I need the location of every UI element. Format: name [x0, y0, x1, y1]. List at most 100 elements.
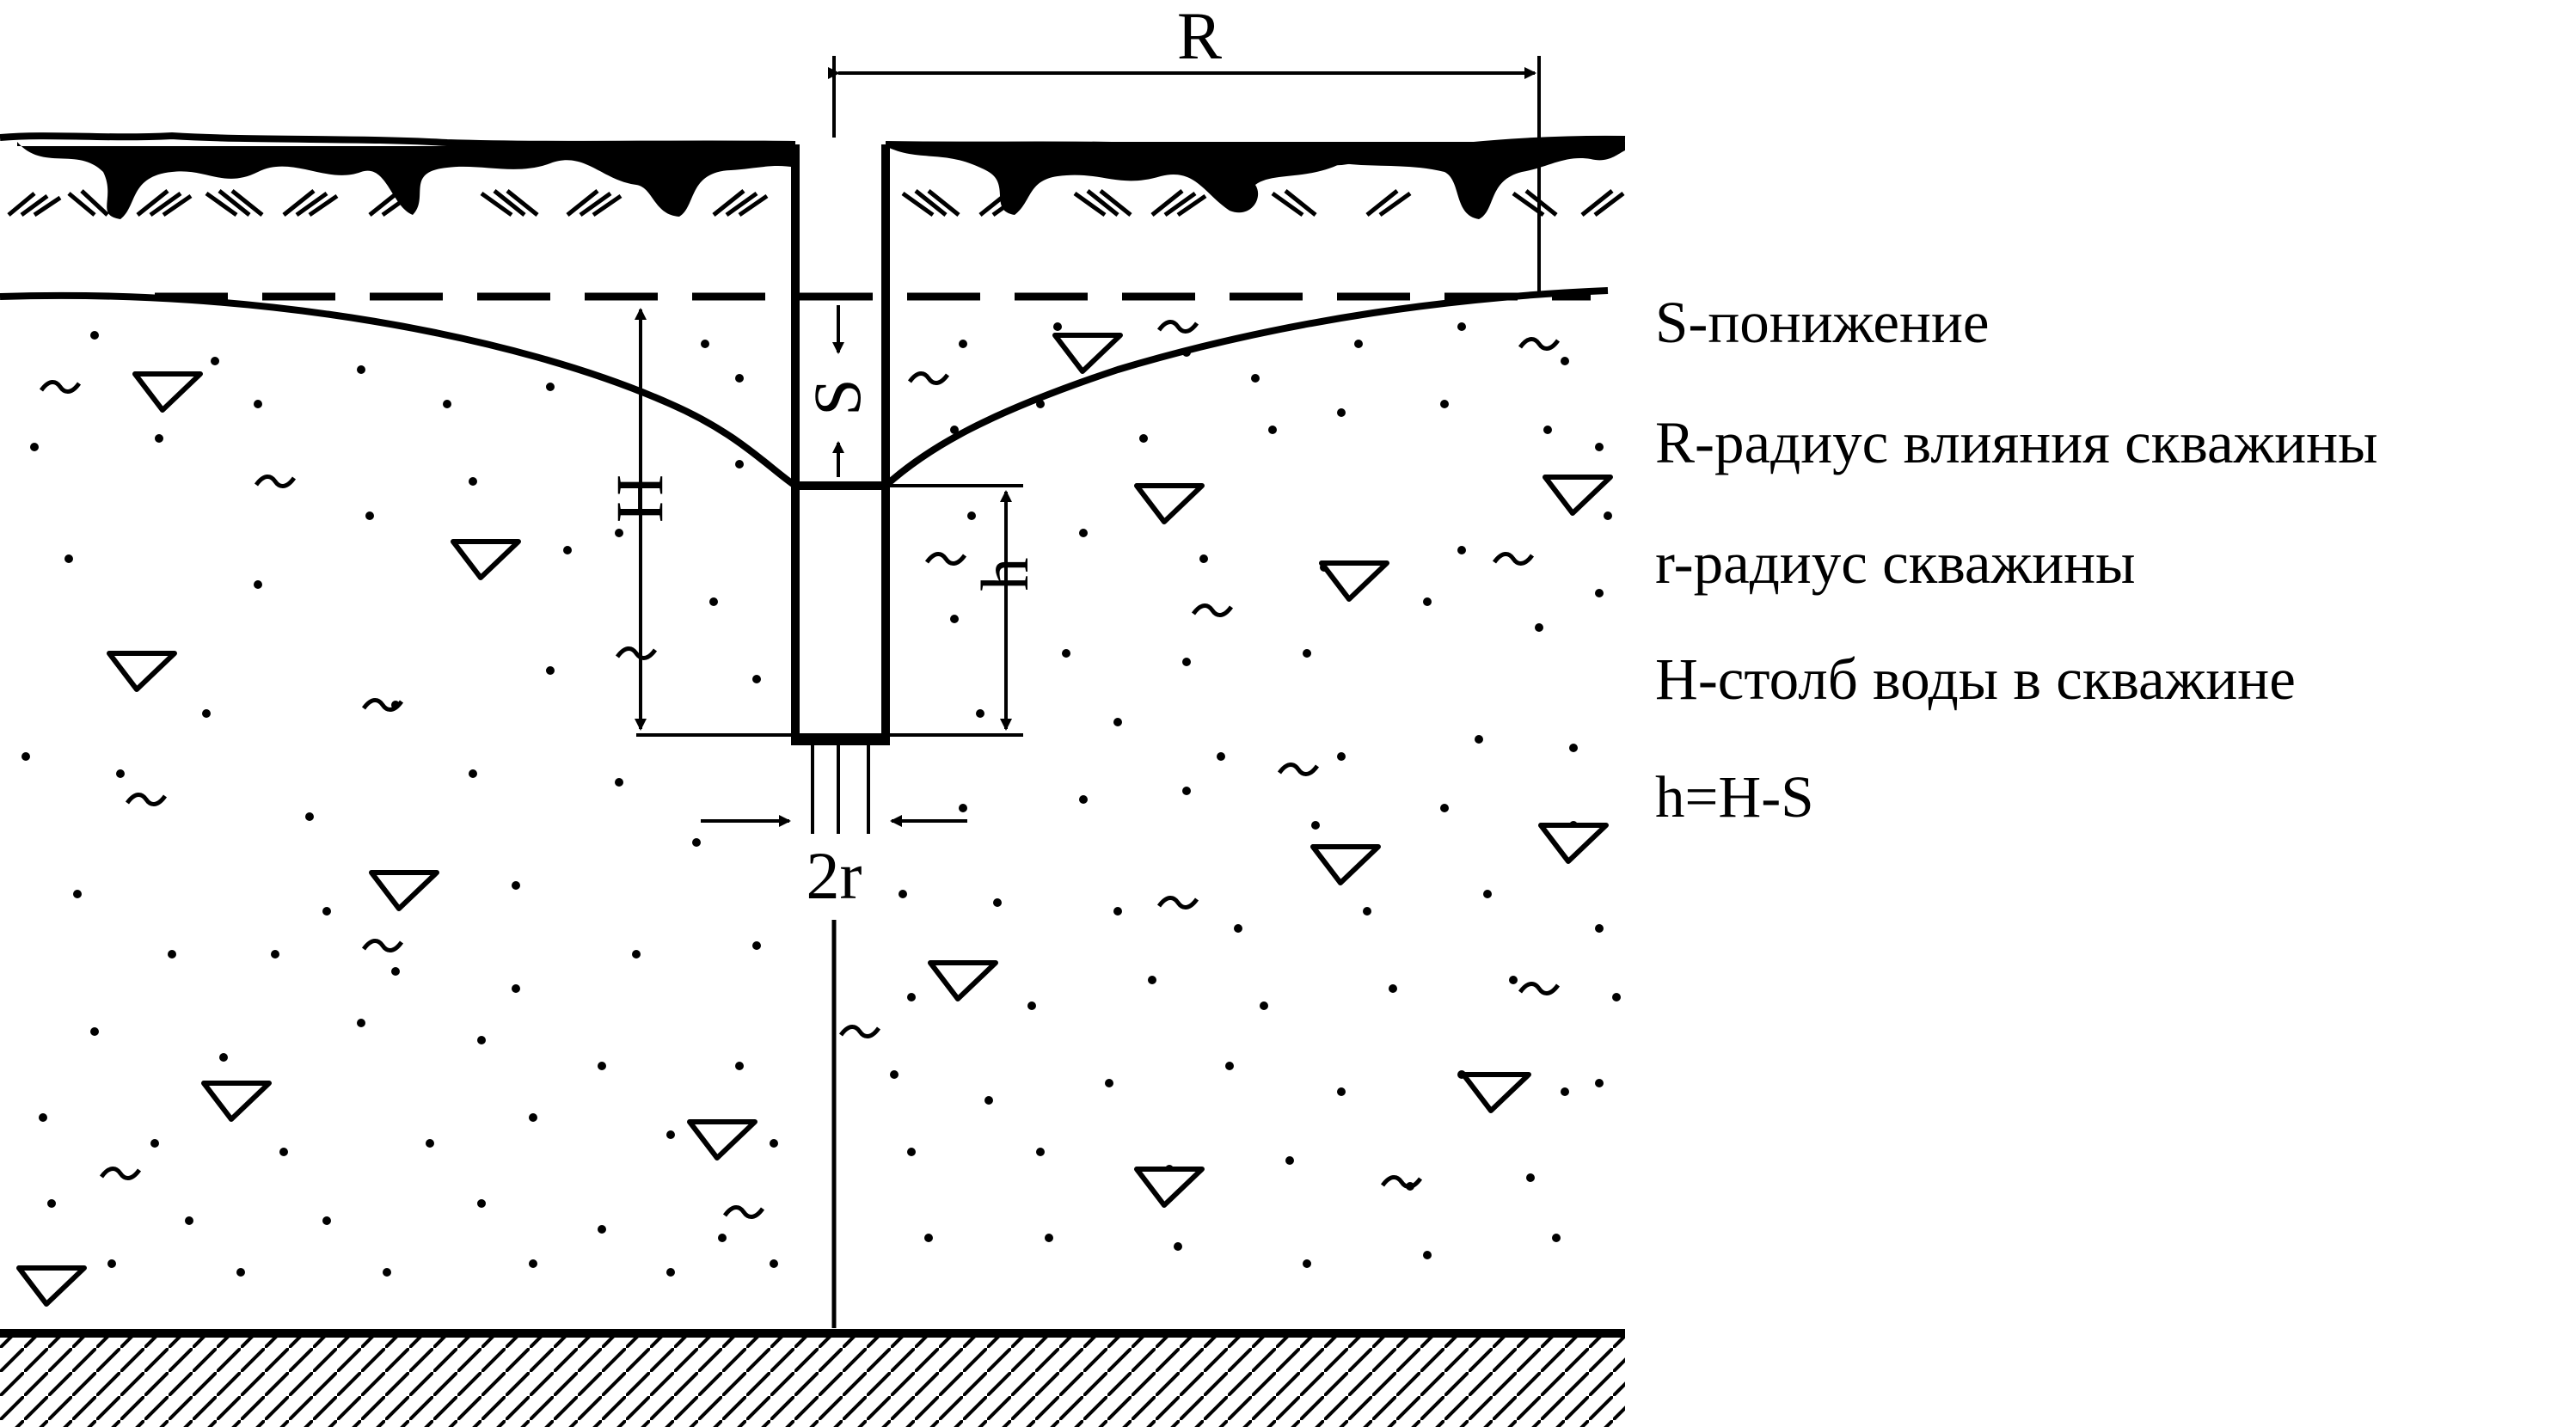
sand-dot	[1612, 993, 1621, 1001]
depression-cone-right	[883, 287, 1609, 488]
sand-dot	[735, 460, 744, 469]
clay-tilde	[39, 380, 82, 394]
sand-dot	[1139, 434, 1148, 443]
well-filter-lines	[811, 744, 870, 834]
radius-of-influence-dimension: R	[828, 0, 1541, 292]
gravel-triangle	[1134, 483, 1205, 524]
sand-dot	[1595, 924, 1604, 933]
sand-dot	[984, 1096, 993, 1105]
sand-dot	[890, 1070, 899, 1079]
legend: S-понижение R-радиус влияния скважины r-…	[1655, 290, 2377, 830]
clay-tilde	[254, 475, 297, 488]
sand-dot	[1526, 1173, 1535, 1182]
sand-dot	[271, 950, 279, 958]
clay-tilde	[838, 1025, 881, 1038]
sand-dot	[1552, 1234, 1561, 1242]
legend-item: H-столб воды в скважине	[1655, 646, 2296, 712]
sand-dot	[1569, 744, 1578, 752]
dynamic-level-dimension: h	[886, 484, 1042, 731]
sand-dot	[202, 709, 211, 718]
sand-dot	[907, 1148, 916, 1156]
label-H: H	[602, 475, 677, 523]
sand-dot	[90, 1027, 99, 1036]
sand-dot	[1595, 589, 1604, 597]
clay-tilde	[924, 552, 967, 566]
sand-dot	[718, 1234, 727, 1242]
clay-tilde	[1277, 762, 1320, 776]
clay-tilde	[615, 646, 658, 660]
sand-dot	[632, 950, 641, 958]
sand-dot	[1561, 1087, 1569, 1096]
clay-tilde	[361, 698, 404, 712]
water-column-dimension: H	[602, 308, 1023, 737]
sand-dot	[615, 529, 623, 537]
sand-dot	[1440, 804, 1449, 812]
sand-dot	[219, 1053, 228, 1062]
sand-dot	[546, 666, 555, 675]
depression-cone-left	[0, 291, 798, 489]
clay-tilde	[1156, 896, 1199, 909]
sand-dot	[155, 434, 163, 443]
gravel-triangle	[451, 539, 521, 580]
sand-dot	[21, 752, 30, 761]
gravel-triangle	[928, 960, 998, 1001]
topsoil-left	[0, 132, 796, 219]
legend-item: R-радиус влияния скважины	[1655, 410, 2377, 475]
drawdown-dimension: S	[800, 305, 874, 477]
sand-dot	[1217, 752, 1225, 761]
sand-dot	[443, 400, 451, 408]
sand-dot	[64, 554, 73, 563]
sand-dot	[1483, 890, 1492, 898]
sand-dot	[529, 1113, 537, 1122]
sand-dot	[1337, 408, 1346, 417]
gravel-triangle	[1319, 560, 1389, 602]
sand-dot	[529, 1259, 537, 1268]
sand-dot	[365, 511, 374, 520]
sand-dot	[305, 812, 314, 821]
sand-dot	[477, 1036, 486, 1044]
sand-dot	[770, 1259, 778, 1268]
sand-dot	[1225, 1062, 1234, 1070]
gravel-triangle	[16, 1265, 87, 1307]
sand-dot	[598, 1225, 606, 1234]
gravel-triangle	[1134, 1167, 1205, 1208]
sand-dot	[1337, 752, 1346, 761]
gravel-triangle	[1543, 475, 1613, 516]
sand-dot	[976, 709, 984, 718]
sand-dot	[1389, 984, 1397, 993]
sand-dot	[1475, 735, 1483, 744]
sand-dot	[666, 1130, 675, 1139]
sand-dot	[107, 1259, 116, 1268]
sand-dot	[39, 1113, 47, 1122]
sand-dot	[1268, 426, 1277, 434]
gravel-triangle	[1310, 844, 1381, 885]
sand-dot	[1457, 322, 1466, 331]
sand-dot	[546, 383, 555, 391]
clay-tilde	[361, 939, 404, 952]
sand-dot	[1604, 511, 1612, 520]
sand-dot	[1303, 649, 1311, 658]
sand-dot	[770, 1139, 778, 1148]
aquitard-base	[0, 1329, 1625, 1427]
sand-dot	[391, 967, 400, 976]
sand-dot	[1199, 554, 1208, 563]
sand-dot	[168, 950, 176, 958]
sand-dot	[1174, 1242, 1182, 1251]
legend-item: h=H-S	[1655, 764, 1814, 830]
sand-dot	[1062, 649, 1070, 658]
sand-dot	[150, 1139, 159, 1148]
gravel-triangle	[132, 371, 203, 413]
well-diameter-dimension: 2r	[701, 815, 967, 913]
sand-dot	[30, 443, 39, 451]
sand-dot	[993, 898, 1002, 907]
sand-dot	[1027, 1001, 1036, 1010]
clay-tilde	[125, 793, 168, 806]
sand-dot	[47, 1199, 56, 1208]
sand-dot	[1260, 1001, 1268, 1010]
sand-dot	[1509, 976, 1518, 984]
label-h: h	[967, 558, 1042, 591]
sand-dot	[1113, 718, 1122, 726]
gravel-triangle	[107, 651, 177, 692]
sand-dot	[477, 1199, 486, 1208]
sand-dot	[598, 1062, 606, 1070]
